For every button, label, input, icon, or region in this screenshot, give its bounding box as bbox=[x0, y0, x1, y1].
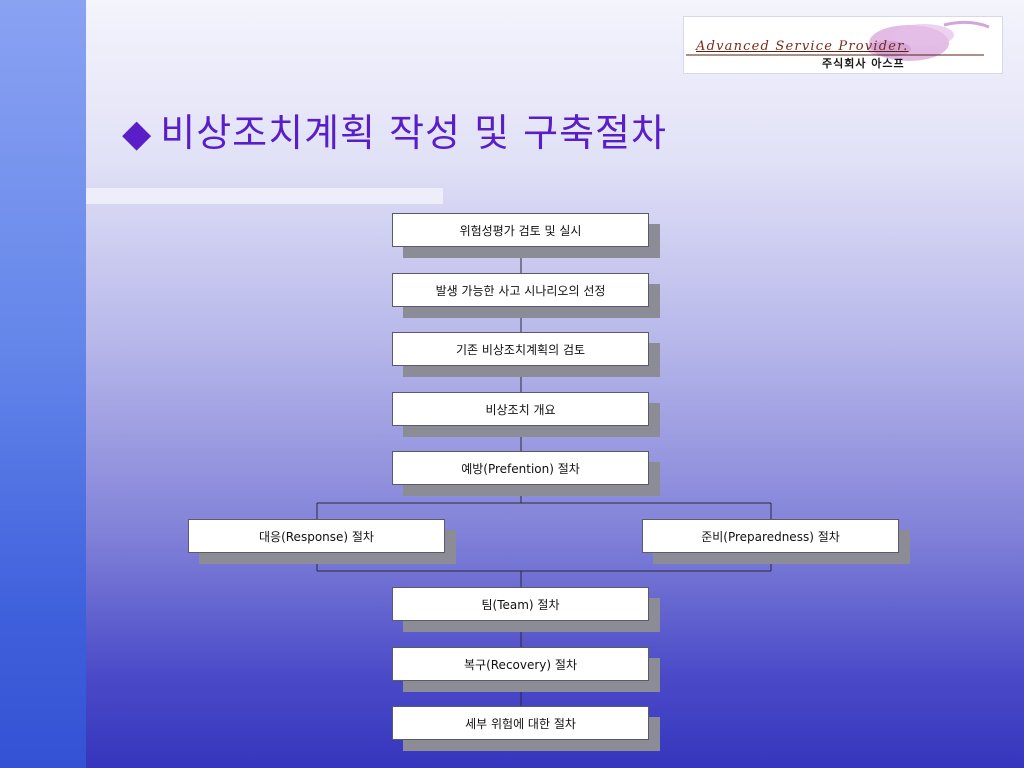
step-accident-scenarios: 발생 가능한 사고 시나리오의 선정 bbox=[392, 273, 649, 307]
logo-script-text: Advanced Service Provider. bbox=[696, 39, 909, 54]
diamond-bullet-icon: ◆ bbox=[122, 111, 153, 155]
company-logo: Advanced Service Provider. 주식회사 아스프 bbox=[683, 16, 1003, 74]
left-accent-strip bbox=[0, 0, 86, 768]
title-divider-bar bbox=[86, 188, 443, 204]
logo-swoosh bbox=[686, 20, 990, 61]
step-response: 대응(Response) 절차 bbox=[188, 519, 445, 553]
logo-company-name: 주식회사 아스프 bbox=[822, 57, 905, 70]
step-existing-plan-review: 기존 비상조치계획의 검토 bbox=[392, 332, 649, 366]
step-prevention: 예방(Prefention) 절차 bbox=[392, 451, 649, 485]
page-title-text: 비상조치계획 작성 및 구축절차 bbox=[160, 111, 667, 155]
step-risk-assessment: 위험성평가 검토 및 실시 bbox=[392, 213, 649, 247]
step-specific-hazards: 세부 위험에 대한 절차 bbox=[392, 706, 649, 740]
page-title: ◆비상조치계획 작성 및 구축절차 bbox=[122, 102, 667, 157]
step-team: 팀(Team) 절차 bbox=[392, 587, 649, 621]
step-recovery: 복구(Recovery) 절차 bbox=[392, 647, 649, 681]
step-preparedness: 준비(Preparedness) 절차 bbox=[642, 519, 899, 553]
step-emergency-overview: 비상조치 개요 bbox=[392, 392, 649, 426]
